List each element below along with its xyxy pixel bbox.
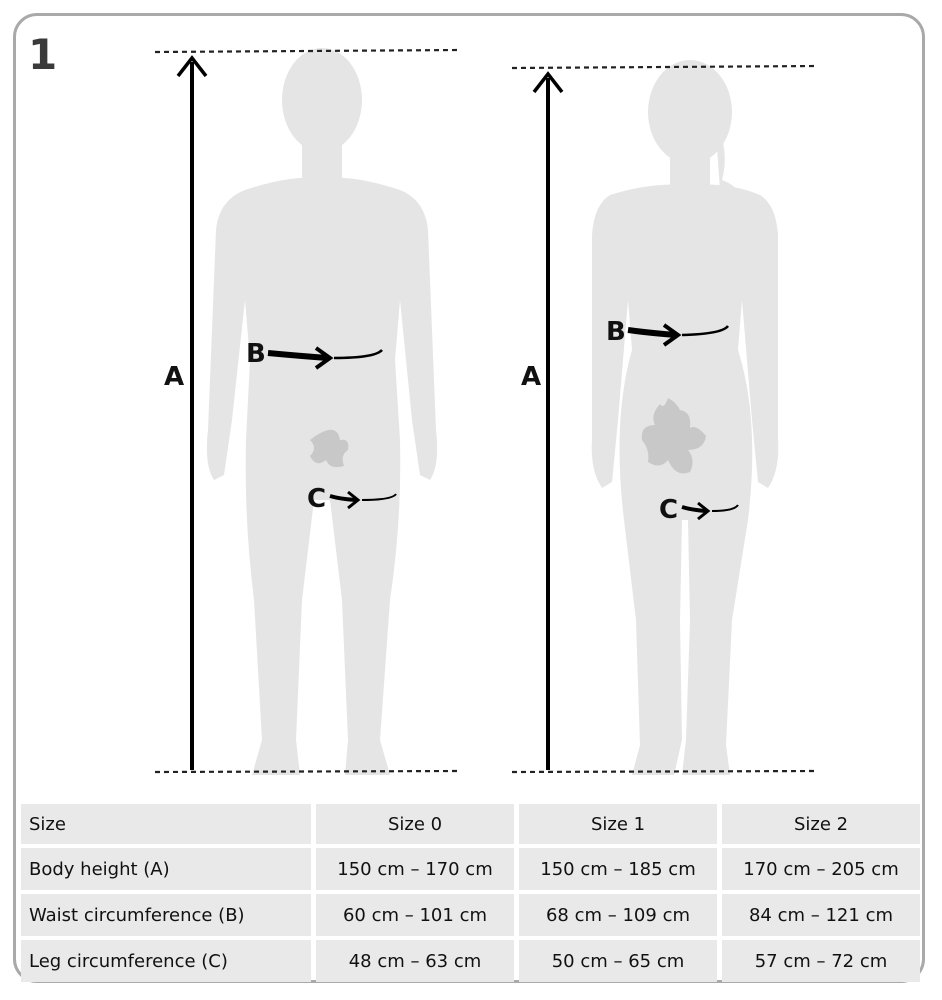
label-b-right: B <box>606 317 626 347</box>
label-c-right: C <box>659 495 678 525</box>
height-arrow-left <box>176 55 208 770</box>
header-cell: Size 0 <box>316 804 514 844</box>
figure-number: 1 <box>28 30 58 79</box>
table-cell: 150 cm – 170 cm <box>316 848 514 890</box>
male-silhouette <box>206 48 438 775</box>
body-measurement-illustration: A B C A B C <box>154 48 819 775</box>
table-row: Leg circumference (C) 48 cm – 63 cm 50 c… <box>21 940 920 982</box>
table-cell: 48 cm – 63 cm <box>316 940 514 982</box>
size-table: Size Size 0 Size 1 Size 2 Body height (A… <box>16 800 925 986</box>
waist-arrow-left <box>267 346 383 370</box>
fig-leaf-icon <box>310 398 706 474</box>
row-label: Waist circumference (B) <box>21 894 311 936</box>
label-b-left: B <box>246 339 266 369</box>
table-cell: 150 cm – 185 cm <box>519 848 717 890</box>
row-label: Leg circumference (C) <box>21 940 311 982</box>
label-a-right: A <box>521 362 541 392</box>
height-arrow-right <box>532 71 564 770</box>
row-label: Body height (A) <box>21 848 311 890</box>
table-row: Waist circumference (B) 60 cm – 101 cm 6… <box>21 894 920 936</box>
table-cell: 50 cm – 65 cm <box>519 940 717 982</box>
table-header-row: Size Size 0 Size 1 Size 2 <box>21 804 920 844</box>
table-cell: 57 cm – 72 cm <box>722 940 920 982</box>
table-cell: 170 cm – 205 cm <box>722 848 920 890</box>
waist-arrow-right <box>627 323 729 347</box>
table-cell: 68 cm – 109 cm <box>519 894 717 936</box>
label-a-left: A <box>164 362 184 392</box>
header-cell: Size 1 <box>519 804 717 844</box>
reference-lines <box>154 48 819 774</box>
table-row: Body height (A) 150 cm – 170 cm 150 cm –… <box>21 848 920 890</box>
header-cell: Size <box>21 804 311 844</box>
leg-arrow-left <box>329 490 397 510</box>
table-cell: 60 cm – 101 cm <box>316 894 514 936</box>
header-cell: Size 2 <box>722 804 920 844</box>
table-cell: 84 cm – 121 cm <box>722 894 920 936</box>
label-c-left: C <box>307 484 326 514</box>
leg-arrow-right <box>681 501 739 521</box>
